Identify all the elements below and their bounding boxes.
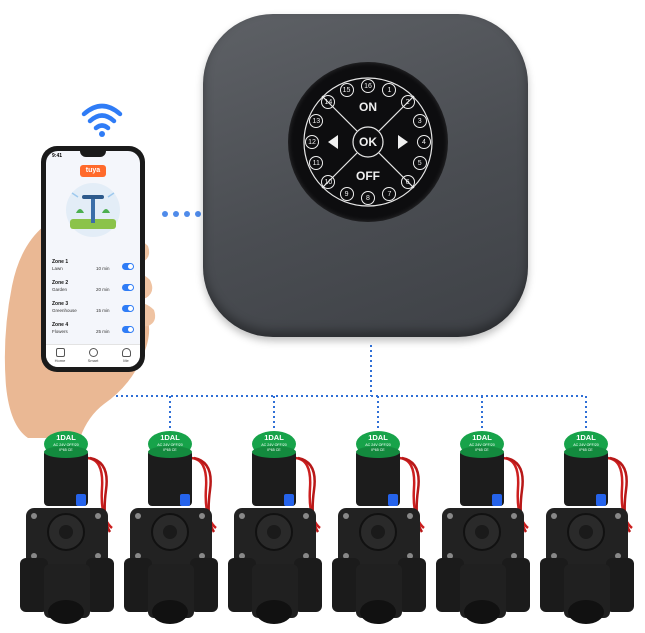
- clock-icon: [88, 348, 98, 357]
- zone-number-1: 1: [382, 83, 397, 98]
- sprinkler-illustration: [66, 183, 120, 237]
- zone-number-8: 8: [361, 191, 375, 205]
- tab-me[interactable]: Me: [116, 348, 136, 363]
- phone-screen: 9:41 tuya Zone 1 Lawn 10 min Zone 2 Gard…: [46, 151, 140, 367]
- zone-duration: 25 min: [96, 329, 110, 334]
- valve-brand-label: 1DAL: [472, 433, 492, 442]
- tab-label: Me: [123, 358, 129, 363]
- zone-name: Flowers: [52, 329, 68, 334]
- zone-number-9: 9: [339, 186, 354, 201]
- valve-rating-label: IP65 CE: [267, 448, 281, 452]
- valve-rating-label: IP65 CE: [163, 448, 177, 452]
- zone-number-12: 12: [305, 135, 319, 149]
- zone-number-3: 3: [412, 113, 427, 128]
- valve-spec-label: AC 24V OFF/20: [469, 443, 495, 447]
- valve-spec-label: AC 24V OFF/20: [261, 443, 287, 447]
- zone-toggle[interactable]: [122, 263, 134, 270]
- zone-number-6: 6: [400, 174, 415, 189]
- valve-brand-label: 1DAL: [368, 433, 388, 442]
- tab-bar: Home Smart Me: [46, 344, 140, 367]
- zone-number-5: 5: [412, 156, 427, 171]
- valve-rating-label: IP65 CE: [59, 448, 73, 452]
- zone-name: Greenhouse: [52, 308, 77, 313]
- tab-label: Smart: [87, 358, 99, 363]
- valve-brand-label: 1DAL: [576, 433, 596, 442]
- valve-spec-label: AC 24V OFF/20: [157, 443, 183, 447]
- ok-button[interactable]: OK: [359, 135, 377, 149]
- status-time: 9:41: [52, 153, 63, 159]
- valve-brand-label: 1DAL: [56, 433, 76, 442]
- zone-number-14: 14: [321, 95, 336, 110]
- tab-home[interactable]: Home: [50, 348, 70, 363]
- phone-notch: [80, 151, 106, 157]
- zone-duration: 10 min: [96, 266, 110, 271]
- valve-spec-label: AC 24V OFF/20: [365, 443, 391, 447]
- wifi-icon: [81, 103, 123, 137]
- zone-title: Zone 2: [52, 280, 69, 286]
- connection-dots: [162, 211, 201, 217]
- valve-rating-label: IP65 CE: [579, 448, 593, 452]
- off-button[interactable]: OFF: [356, 169, 380, 183]
- valve-spec-label: AC 24V OFF/20: [573, 443, 599, 447]
- zone-toggle[interactable]: [122, 326, 134, 333]
- zone-number-4: 4: [417, 135, 431, 149]
- zone-number-15: 15: [339, 83, 354, 98]
- on-button[interactable]: ON: [359, 100, 377, 114]
- zone-number-2: 2: [400, 95, 415, 110]
- person-icon: [121, 348, 131, 357]
- zone-number-7: 7: [382, 186, 397, 201]
- zone-number-16: 16: [361, 79, 375, 93]
- valve-spec-label: AC 24V OFF/20: [53, 443, 79, 447]
- left-arrow-icon: [328, 135, 338, 149]
- zone-duration: 15 min: [96, 308, 110, 313]
- zone-toggle[interactable]: [122, 284, 134, 291]
- tuya-logo: tuya: [80, 165, 106, 177]
- zone-name: Lawn: [52, 266, 63, 271]
- zone-row-2[interactable]: Zone 2 Garden 20 min: [52, 280, 134, 298]
- zone-number-11: 11: [309, 156, 324, 171]
- valve-rating-label: IP65 CE: [475, 448, 489, 452]
- zone-title: Zone 3: [52, 301, 69, 307]
- zone-row-4[interactable]: Zone 4 Flowers 25 min: [52, 322, 134, 340]
- connector-lines: [65, 345, 587, 430]
- zone-toggle[interactable]: [122, 305, 134, 312]
- home-icon: [55, 348, 65, 357]
- tab-smart[interactable]: Smart: [83, 348, 103, 363]
- zone-number-10: 10: [321, 174, 336, 189]
- zone-title: Zone 1: [52, 259, 69, 265]
- smartphone: 9:41 tuya Zone 1 Lawn 10 min Zone 2 Gard…: [41, 146, 145, 372]
- tab-label: Home: [54, 358, 66, 363]
- zone-title: Zone 4: [52, 322, 69, 328]
- valve-rating-label: IP65 CE: [371, 448, 385, 452]
- zone-row-3[interactable]: Zone 3 Greenhouse 15 min: [52, 301, 134, 319]
- valve-brand-label: 1DAL: [160, 433, 180, 442]
- zone-row-1[interactable]: Zone 1 Lawn 10 min: [52, 259, 134, 277]
- zone-duration: 20 min: [96, 287, 110, 292]
- valve-brand-label: 1DAL: [264, 433, 284, 442]
- zone-name: Garden: [52, 287, 68, 292]
- zone-number-13: 13: [309, 113, 324, 128]
- right-arrow-icon: [398, 135, 408, 149]
